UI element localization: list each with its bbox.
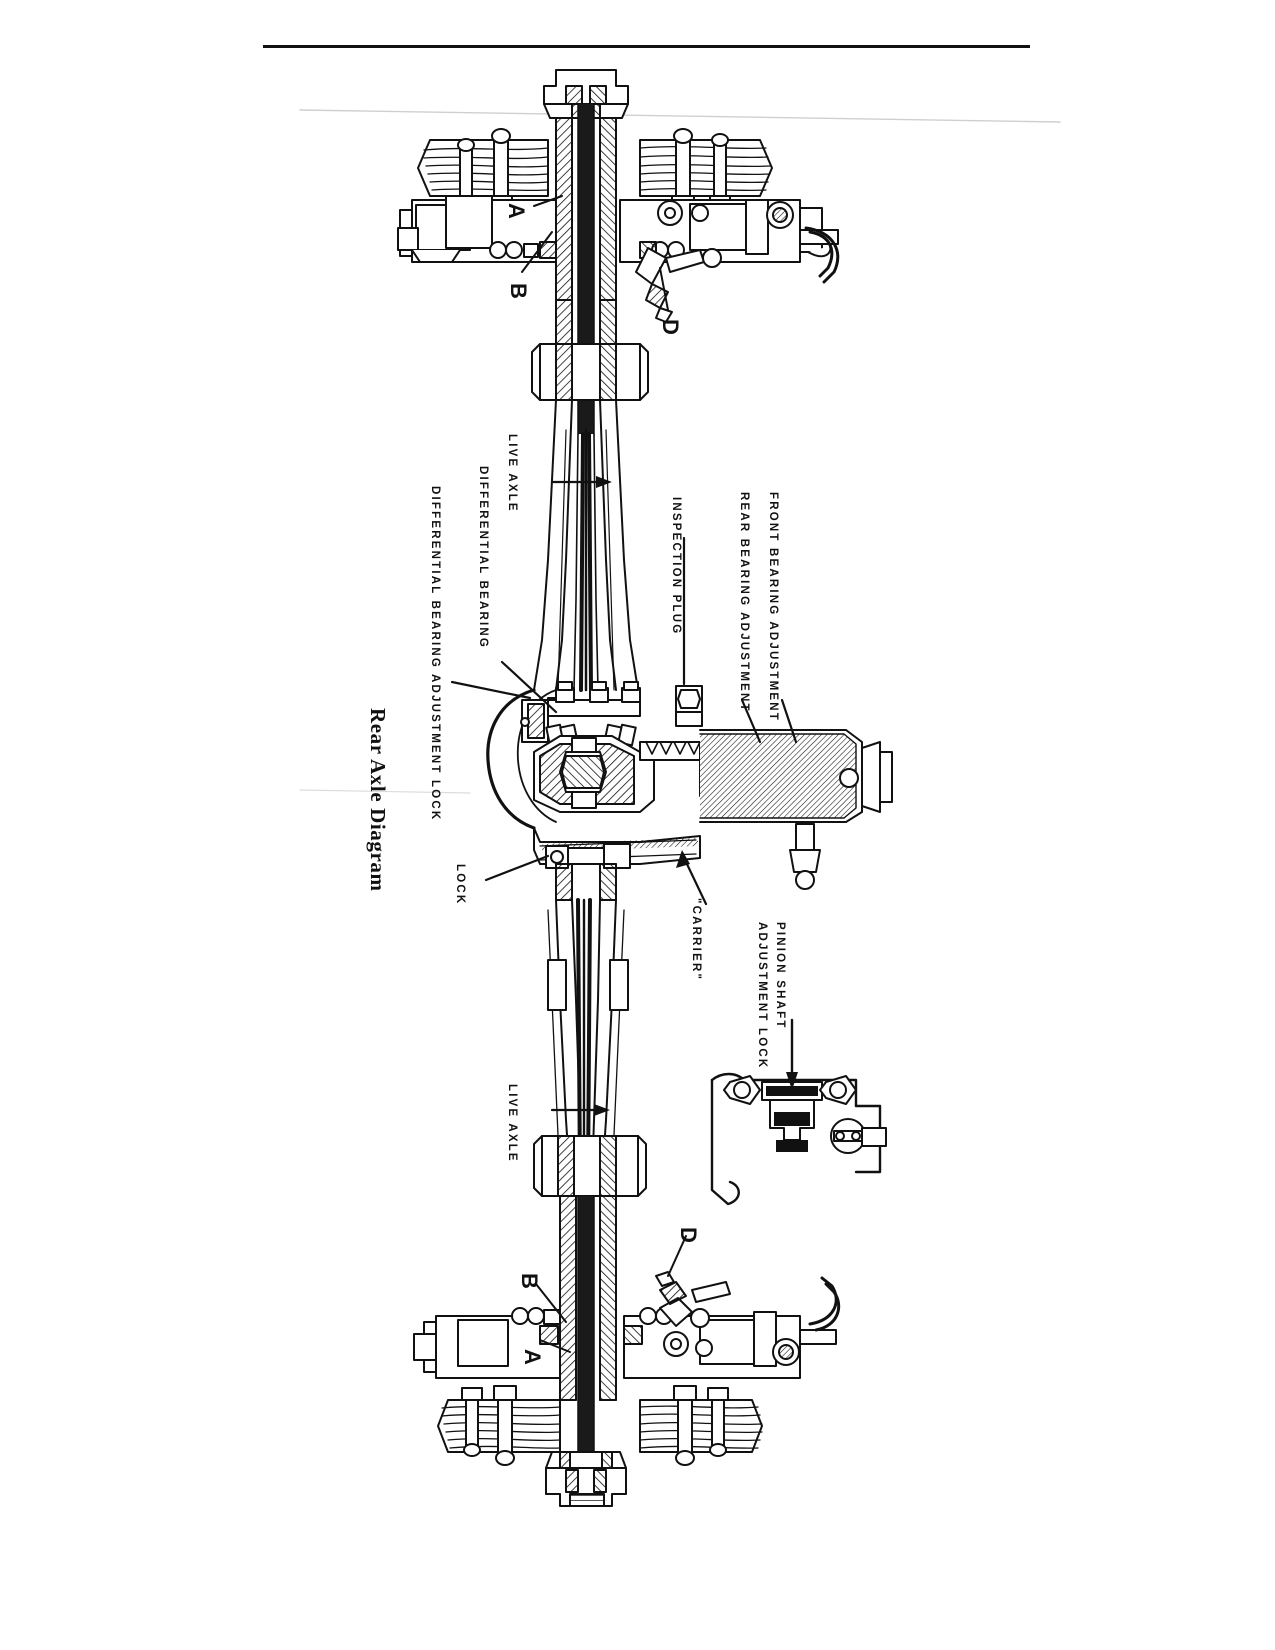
callout-differential-bearing: DIFFERENTIAL BEARING [477,466,489,650]
key-letter-d-lower: D [675,1227,701,1243]
key-letter-a-lower: A [519,1349,545,1365]
callout-live-axle-lower: LIVE AXLE [506,1084,518,1163]
callout-pinion-shaft-line1: PINION SHAFT [774,922,786,1030]
key-letter-d-upper: D [657,319,683,335]
callout-lock: LOCK [454,864,466,906]
callout-rear-bearing-adjustment: REAR BEARING ADJUSTMENT [738,492,750,713]
header-rule [263,45,1030,48]
key-letter-a-upper: A [503,203,529,219]
callout-inspection-plug: INSPECTION PLUG [670,497,682,636]
key-letter-b-upper: B [505,283,531,299]
callout-pinion-shaft-line2: ADJUSTMENT LOCK [756,922,768,1070]
callout-carrier: "CARRIER" [690,898,702,982]
key-letter-b-lower: B [516,1273,542,1289]
figure-caption: Rear Axle Diagram [366,708,390,892]
callout-live-axle-upper: LIVE AXLE [506,434,518,513]
callout-differential-bearing-adjustment-lock: DIFFERENTIAL BEARING ADJUSTMENT LOCK [429,486,441,822]
callout-front-bearing-adjustment: FRONT BEARING ADJUSTMENT [767,492,779,722]
